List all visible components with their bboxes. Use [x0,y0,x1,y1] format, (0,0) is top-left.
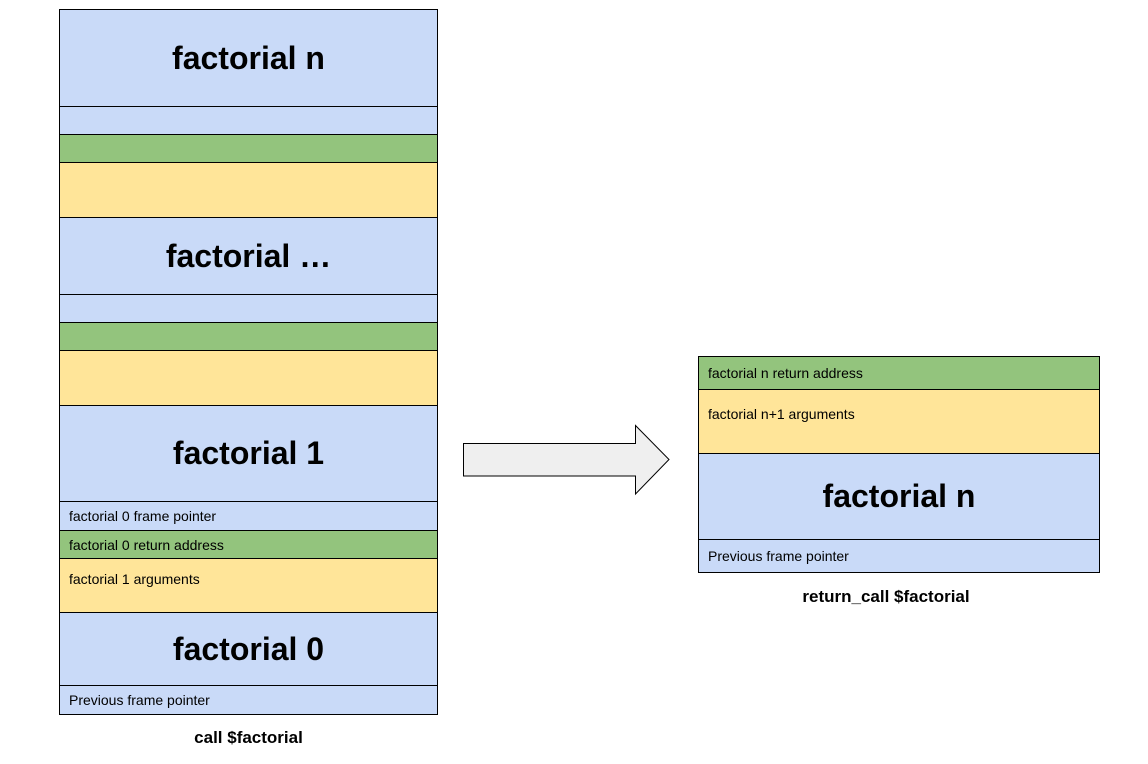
frame-factorial-1: factorial 1 [59,406,438,502]
previous-frame-pointer: Previous frame pointer [59,686,438,715]
call-caption: call $factorial [194,728,303,747]
return-address-block [59,323,438,351]
block-label: factorial n+1 arguments [708,406,855,422]
block-label: factorial n return address [708,365,863,381]
frame-factorial-n: factorial n [59,9,438,107]
frame-factorial-n: factorial n [698,454,1100,540]
return-address-block [59,135,438,163]
factorial-n-plus-1-arguments: factorial n+1 arguments [698,390,1100,454]
block-label: Previous frame pointer [69,692,210,708]
factorial-n-return-address: factorial n return address [698,356,1100,390]
right-arrow-icon [463,424,670,496]
frame-label: factorial n [822,478,976,514]
frame-pointer-block [59,107,438,135]
factorial-0-return-address: factorial 0 return address [59,531,438,559]
frame-label: factorial n [172,39,325,76]
arguments-block [59,163,438,218]
factorial-1-arguments: factorial 1 arguments [59,559,438,613]
frame-factorial-0: factorial 0 [59,613,438,686]
return-call-caption: return_call $factorial [802,587,970,606]
block-label: Previous frame pointer [708,548,849,564]
frame-pointer-block [59,295,438,323]
frame-label: factorial 1 [172,435,325,471]
arguments-block [59,351,438,406]
block-label: factorial 0 frame pointer [69,508,217,524]
factorial-0-frame-pointer: factorial 0 frame pointer [59,502,438,531]
frame-label: factorial … [165,237,332,274]
frame-factorial-ellipsis: factorial … [59,218,438,295]
frame-label: factorial 0 [172,630,325,667]
block-label: factorial 1 arguments [69,571,200,587]
block-label: factorial 0 return address [69,536,224,553]
previous-frame-pointer: Previous frame pointer [698,540,1100,573]
